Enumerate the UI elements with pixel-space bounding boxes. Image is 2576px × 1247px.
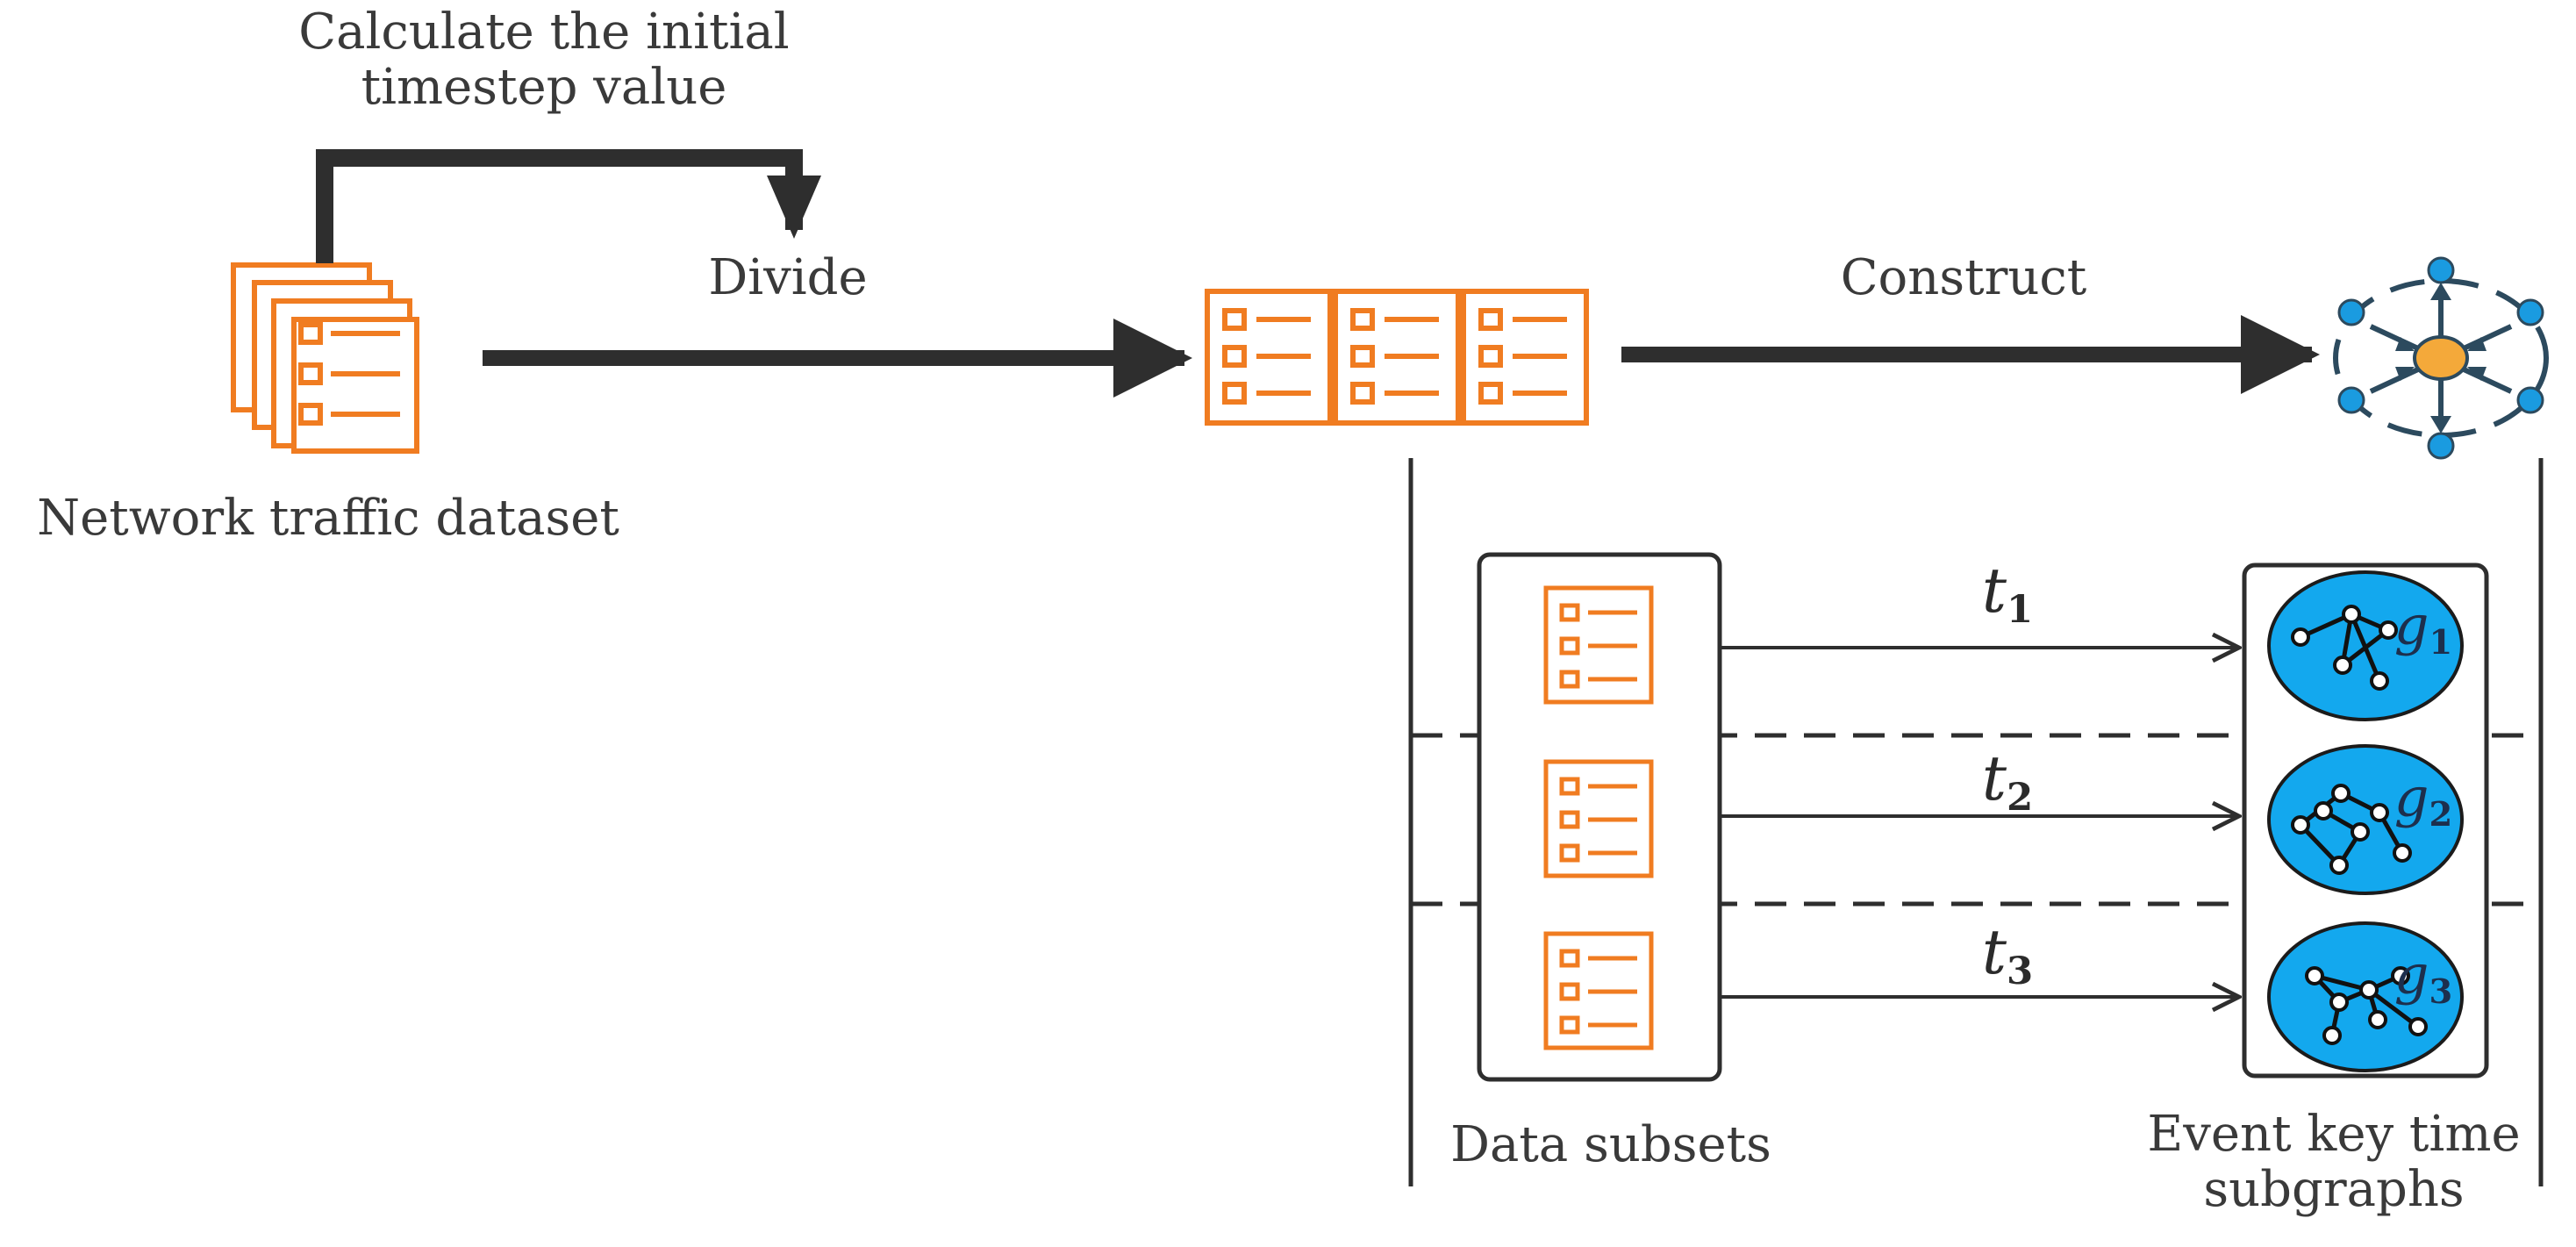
calculate-arrowhead (767, 176, 821, 239)
subset-document-3 (1546, 934, 1651, 1048)
subgraph-2-icon (2267, 744, 2464, 895)
calculate-loop-arrow (316, 149, 803, 263)
subset-documents (1207, 291, 1586, 423)
star-graph-icon (2333, 256, 2549, 460)
stacked-document-list-icon (231, 262, 419, 454)
subset-document-1 (1546, 588, 1651, 702)
subset-document-2 (1546, 762, 1651, 876)
subgraph-3-icon (2267, 921, 2464, 1072)
subgraph-1-icon (2267, 570, 2464, 721)
